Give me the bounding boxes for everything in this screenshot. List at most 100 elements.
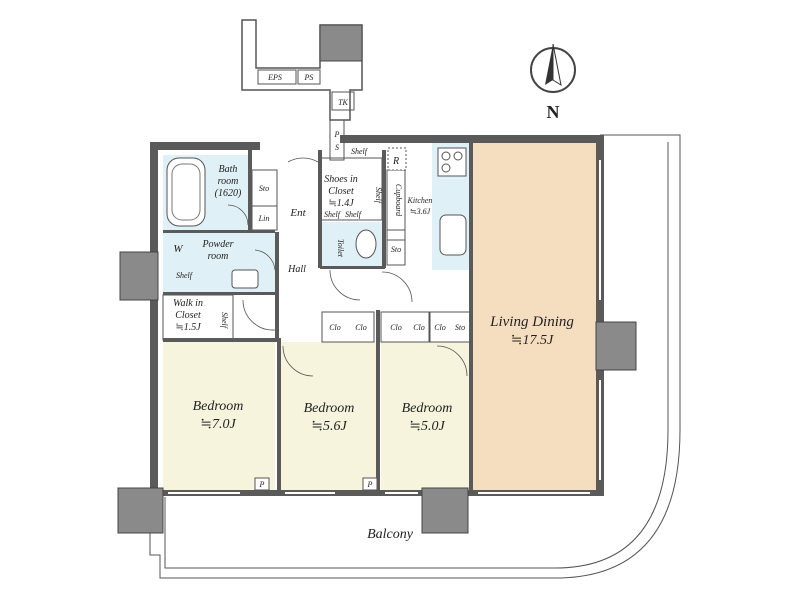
label-ent: Ent bbox=[289, 207, 306, 219]
toilet-east-wall bbox=[382, 150, 386, 268]
compass-needle-icon bbox=[545, 44, 553, 85]
bedroom-2-3-wall bbox=[376, 310, 380, 493]
balcony-outline bbox=[149, 134, 681, 579]
label-cupboard: Cupboard bbox=[394, 184, 403, 217]
pipe-box-1 bbox=[254, 477, 270, 491]
refrigerator-space bbox=[387, 147, 407, 171]
compass-letter: N bbox=[547, 102, 560, 122]
balcony-inner-rail bbox=[164, 142, 669, 569]
bedroom-1-north-wall bbox=[163, 338, 278, 342]
pipe-box-2 bbox=[362, 477, 378, 491]
label-clo-5: Clo bbox=[434, 323, 446, 332]
living-dining-floor bbox=[472, 142, 596, 492]
label-bedroom-2: Bedroom bbox=[304, 401, 355, 416]
label-toilet: Toilet bbox=[336, 239, 345, 258]
toilet-door bbox=[329, 269, 361, 301]
bath-south-wall bbox=[163, 230, 275, 233]
compass-needle-outline bbox=[552, 43, 562, 87]
west-pillar bbox=[119, 251, 159, 301]
label-clo-1: Clo bbox=[329, 323, 341, 332]
label-shelf-b: Shelf bbox=[324, 210, 342, 219]
toilet-west-wall bbox=[318, 150, 322, 268]
east-pillar bbox=[595, 321, 637, 371]
burner-icon bbox=[441, 151, 451, 161]
label-hall: Hall bbox=[287, 264, 306, 275]
storage-toilet bbox=[386, 229, 406, 266]
bathtub bbox=[166, 157, 206, 227]
label-shelf-c: Shelf bbox=[345, 210, 363, 219]
burner-icon bbox=[453, 151, 463, 161]
label-kitchen-size: ≒3.6J bbox=[410, 207, 431, 216]
label-kitchen: Kitchen bbox=[407, 196, 433, 205]
label-sto-clo: Sto bbox=[455, 323, 465, 332]
south-pillar bbox=[421, 487, 469, 534]
label-ps-side-p: P bbox=[334, 130, 340, 139]
closet-bedroom-2 bbox=[321, 311, 375, 343]
label-sto-toilet: Sto bbox=[391, 245, 401, 254]
hall-door bbox=[381, 271, 413, 303]
bathtub-inner bbox=[171, 163, 201, 221]
label-wic-3: ≒1.5J bbox=[175, 322, 201, 333]
label-powder-room: room bbox=[208, 251, 229, 262]
powder-sink bbox=[231, 269, 259, 289]
entrance-door bbox=[287, 157, 319, 163]
label-tk: TK bbox=[338, 98, 348, 107]
label-shoes-3: ≒1.4J bbox=[328, 198, 354, 209]
label-bath: Bath bbox=[219, 164, 238, 175]
label-sto-bath: Sto bbox=[259, 184, 269, 193]
label-bedroom-3-size: ≒5.0J bbox=[409, 419, 445, 434]
label-shelf-wic: Shelf bbox=[176, 271, 194, 280]
bedroom-2-floor bbox=[280, 342, 376, 492]
label-r: R bbox=[392, 156, 399, 167]
label-clo-4: Clo bbox=[413, 323, 425, 332]
bedroom-3-door bbox=[436, 345, 468, 377]
label-lin: Lin bbox=[258, 214, 270, 223]
label-clo-2: Clo bbox=[355, 323, 367, 332]
label-shelf-a: Shelf bbox=[351, 147, 369, 156]
label-eps: EPS bbox=[267, 73, 282, 82]
label-wic-2: Closet bbox=[175, 310, 201, 321]
living-west-wall bbox=[469, 142, 473, 492]
powder-door bbox=[254, 249, 276, 271]
east-wall bbox=[596, 135, 604, 495]
label-bedroom-2-size: ≒5.6J bbox=[311, 419, 347, 434]
label-living-size: ≒17.5J bbox=[511, 333, 554, 348]
label-shoes-1: Shoes in bbox=[324, 174, 358, 185]
label-bath-room: room bbox=[218, 176, 239, 187]
label-powder: Powder bbox=[201, 239, 233, 250]
north-wall-right bbox=[340, 135, 600, 143]
bath-door bbox=[227, 204, 249, 226]
wic-door bbox=[242, 299, 276, 331]
label-ps-side-s: S bbox=[335, 143, 339, 152]
label-bedroom-3: Bedroom bbox=[402, 401, 453, 416]
label-living: Living Dining bbox=[489, 314, 574, 330]
label-w: W bbox=[173, 243, 183, 255]
label-ps-top: PS bbox=[304, 73, 314, 82]
toilet-bowl bbox=[355, 229, 377, 259]
bedroom-3-floor bbox=[381, 342, 469, 492]
label-p-1: P bbox=[259, 480, 265, 489]
hall-west-wall bbox=[275, 232, 279, 342]
label-bath-size: (1620) bbox=[215, 188, 242, 199]
bedroom-1-floor bbox=[163, 340, 275, 492]
bedroom-2-door bbox=[282, 345, 314, 377]
label-shelf-wic-2: Shelf bbox=[220, 312, 229, 330]
label-clo-3: Clo bbox=[390, 323, 402, 332]
ps-box bbox=[297, 69, 321, 85]
closet-bedroom-3 bbox=[380, 311, 430, 343]
tk-box bbox=[331, 91, 355, 111]
south-west-pillar bbox=[117, 487, 164, 534]
kitchen-sink bbox=[439, 214, 467, 256]
burner-icon bbox=[441, 163, 451, 173]
label-bedroom-1: Bedroom bbox=[193, 399, 244, 414]
cooktop bbox=[437, 147, 467, 177]
north-wall-left bbox=[150, 142, 260, 150]
label-shelf-d: Shelf bbox=[374, 187, 383, 205]
west-wall bbox=[150, 142, 158, 497]
shaft-pillar bbox=[319, 24, 363, 62]
label-shoes-2: Closet bbox=[328, 186, 354, 197]
shaft-outline bbox=[241, 19, 363, 121]
label-balcony: Balcony bbox=[367, 527, 414, 542]
label-wic-1: Walk in bbox=[173, 298, 203, 309]
